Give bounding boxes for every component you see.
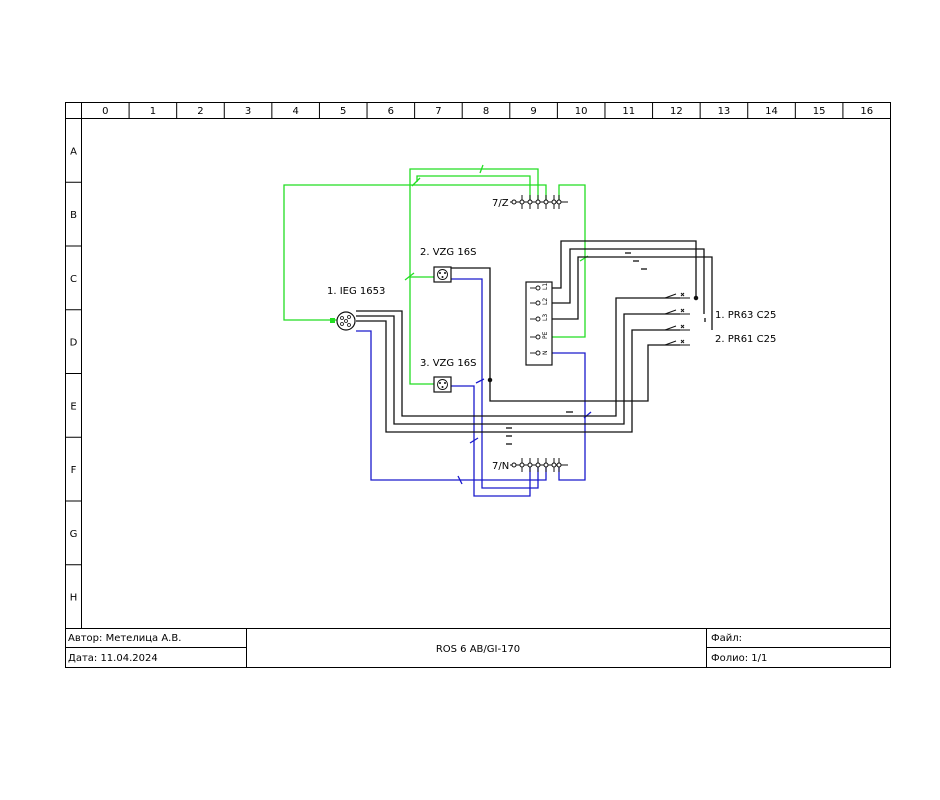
column-header-14: 14	[765, 106, 778, 117]
ground-wires	[283, 164, 589, 385]
column-header-13: 13	[718, 106, 731, 117]
column-header-15: 15	[813, 106, 826, 117]
column-header-12: 12	[670, 106, 683, 117]
date-field: Дата: 11.04.2024	[68, 653, 158, 664]
row-header-B: B	[70, 210, 77, 221]
column-header-8: 8	[483, 106, 489, 117]
row-header-D: D	[70, 338, 78, 349]
socket-ieg1653-symbol	[330, 311, 356, 331]
vzg-top-symbol	[433, 266, 452, 283]
title-block: Автор: Метелица А.В. Дата: 11.04.2024 RO…	[65, 628, 891, 668]
column-header-1: 1	[150, 106, 156, 117]
column-header-16: 16	[860, 106, 873, 117]
sheet-frame	[65, 102, 891, 668]
column-header-7: 7	[435, 106, 441, 117]
column-header-6: 6	[388, 106, 394, 117]
terminal-block: L1 L2 L3 PE N	[525, 281, 553, 366]
column-header-4: 4	[292, 106, 298, 117]
terminal-label-l1: L1	[542, 283, 549, 290]
bus-z-bar	[510, 195, 568, 209]
row-header-F: F	[71, 465, 77, 476]
vzg-bottom-symbol	[433, 376, 452, 393]
bus-n-bar	[510, 458, 568, 472]
drawing-title: ROS 6 AB/GI-170	[436, 644, 520, 655]
label-pr61: 2. PR61 C25	[715, 334, 776, 345]
phase-wires	[356, 240, 713, 445]
label-bus-n: 7/N	[492, 461, 509, 472]
author-field: Автор: Метелица А.В.	[68, 633, 181, 644]
column-header-9: 9	[530, 106, 536, 117]
terminal-label-l2: L2	[542, 298, 549, 305]
terminal-label-l3: L3	[542, 314, 549, 321]
file-field: Файл:	[711, 633, 742, 644]
label-vzg-top: 2. VZG 16S	[420, 247, 476, 258]
terminal-label-n: N	[542, 351, 549, 356]
column-header-3: 3	[245, 106, 251, 117]
row-header-C: C	[70, 274, 77, 285]
label-vzg-bottom: 3. VZG 16S	[420, 358, 476, 369]
row-header-H: H	[70, 593, 78, 604]
label-socket: 1. IEG 1653	[327, 286, 385, 297]
neutral-wires	[356, 278, 592, 497]
column-header-10: 10	[575, 106, 588, 117]
column-header-2: 2	[197, 106, 203, 117]
column-header-11: 11	[622, 106, 635, 117]
row-header-G: G	[70, 529, 78, 540]
column-header-0: 0	[102, 106, 108, 117]
label-pr63: 1. PR63 C25	[715, 310, 776, 321]
breaker-contacts	[656, 292, 690, 346]
row-headers: A B C D E F G H	[65, 146, 82, 604]
terminal-label-pe: PE	[542, 331, 549, 339]
column-header-5: 5	[340, 106, 346, 117]
row-header-A: A	[70, 146, 77, 157]
row-header-E: E	[70, 401, 76, 412]
label-bus-z: 7/Z	[492, 198, 509, 209]
folio-field: Фолио: 1/1	[711, 653, 767, 664]
